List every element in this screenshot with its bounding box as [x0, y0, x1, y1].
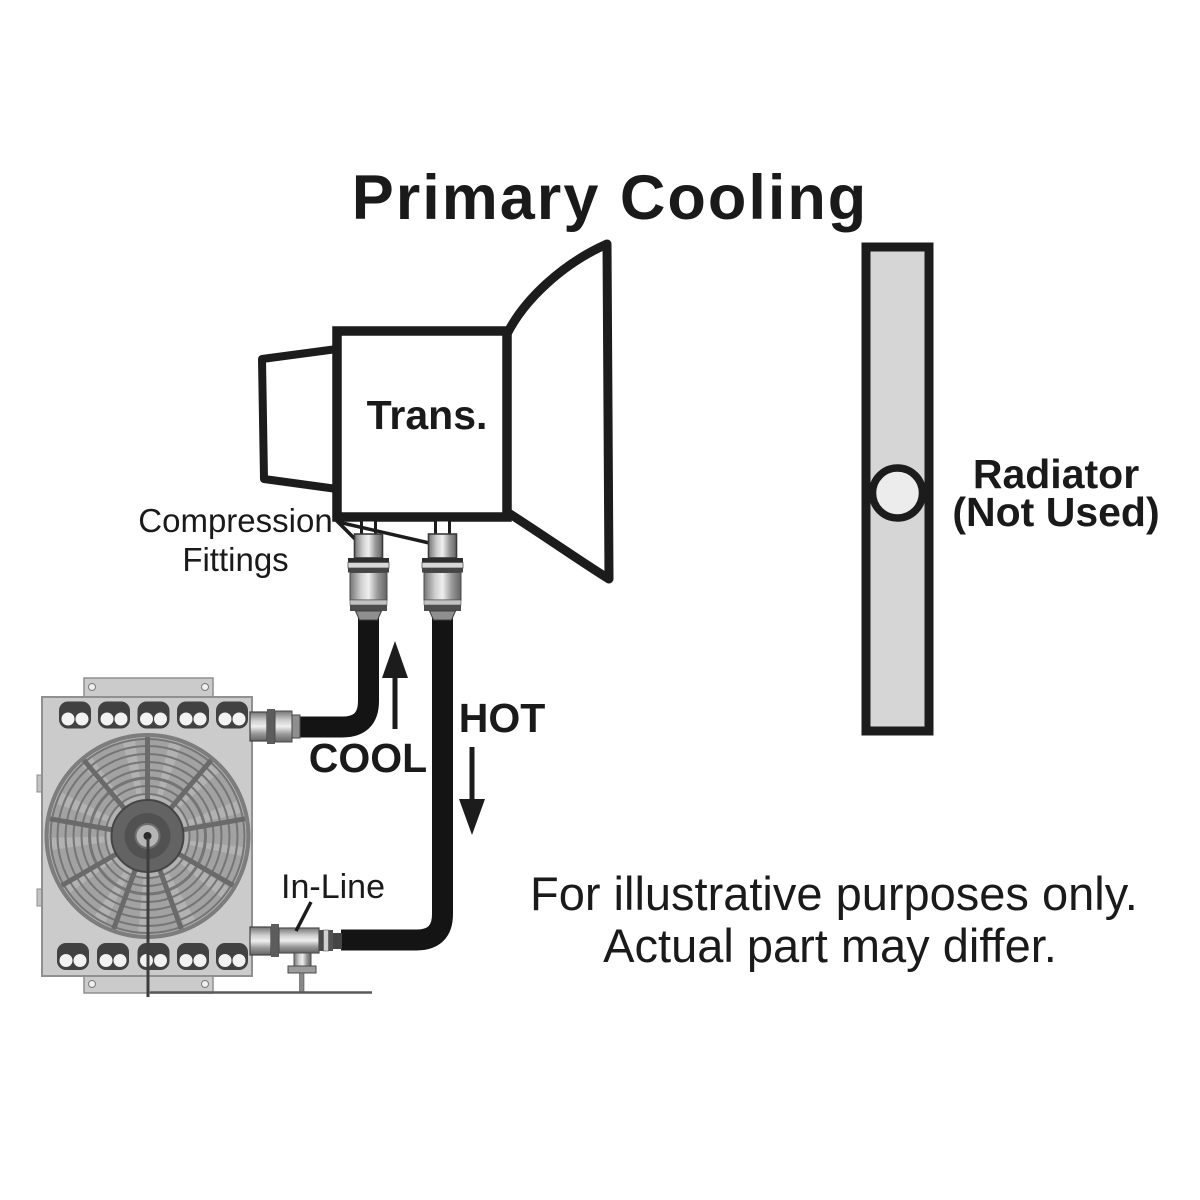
cool-hose — [298, 610, 379, 738]
label-pointer-line — [337, 520, 439, 547]
mounting-hole — [177, 943, 209, 970]
mounting-hole — [216, 701, 248, 729]
inline-fitting — [249, 924, 342, 993]
transmission-tail-housing — [258, 345, 341, 493]
radiator — [861, 242, 934, 736]
compression-fittings-label-line2: Fittings — [182, 541, 289, 578]
mounting-hole — [177, 701, 209, 729]
compression-fitting — [347, 533, 390, 621]
cool-flow-up-arrow-icon — [382, 641, 408, 729]
mounting-hole — [57, 943, 89, 970]
radiator-label: Radiator (Not Used) — [930, 451, 1182, 535]
compression-fittings-label: Compression Fittings — [128, 501, 343, 579]
fan-hub — [110, 799, 185, 873]
label-pointer-line — [294, 901, 313, 932]
compression-fitting — [421, 533, 464, 621]
transmission-body — [332, 326, 512, 522]
fan-guard-spokes — [49, 737, 246, 930]
mounting-hole — [216, 943, 248, 970]
mounting-hole — [137, 943, 170, 970]
transmission-bell-housing — [502, 239, 614, 584]
inline-fitting-label: In-Line — [281, 868, 385, 906]
mounting-hole — [59, 701, 91, 729]
cool-flow-label: COOL — [308, 735, 428, 781]
radiator-label-line1: Radiator — [972, 451, 1140, 497]
thermal-probe — [287, 952, 317, 993]
disclaimer-line2: Actual part may differ. — [603, 919, 1057, 972]
page-title: Primary Cooling — [351, 163, 869, 233]
mounting-hole — [97, 943, 129, 970]
cooler-assembly — [36, 677, 253, 997]
hot-flow-label: HOT — [458, 695, 546, 741]
disclaimer-text: For illustrative purposes only. Actual p… — [530, 867, 1138, 972]
compression-fittings-label-line1: Compression — [138, 502, 333, 539]
mounting-hole — [137, 701, 170, 729]
radiator-port — [868, 464, 927, 522]
mounting-hole — [98, 701, 130, 729]
cooler-inlet-fitting — [249, 709, 301, 744]
disclaimer-line1: For illustrative purposes only. — [530, 867, 1138, 920]
radiator-label-line2: (Not Used) — [952, 489, 1160, 535]
transmission-label: Trans. — [366, 392, 488, 438]
hot-hose — [341, 610, 453, 951]
cooler-fan — [44, 733, 251, 939]
hot-flow-down-arrow-icon — [459, 747, 485, 835]
